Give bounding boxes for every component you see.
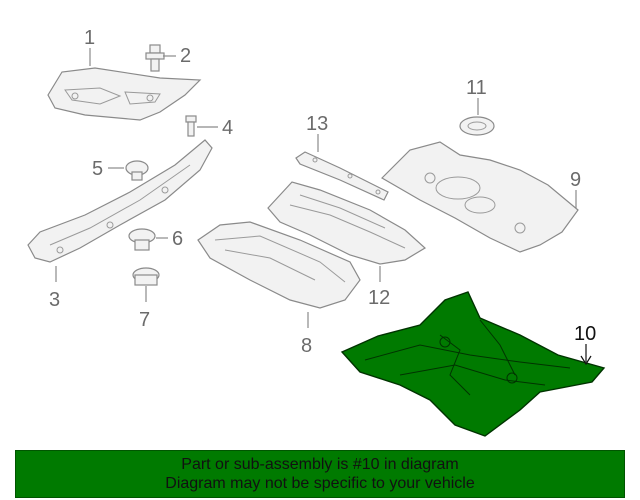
part-11-disc[interactable] [459,116,495,136]
callout-12[interactable]: 12 [368,287,390,309]
callout-1[interactable]: 1 [84,27,95,49]
part-5-grommet[interactable] [125,160,149,181]
callout-4[interactable]: 4 [222,117,233,139]
info-banner: Part or sub-assembly is #10 in diagram D… [15,450,625,498]
banner-line-2: Diagram may not be specific to your vehi… [165,475,475,492]
part-8-center-tray[interactable] [197,221,361,309]
banner-line-1: Part or sub-assembly is #10 in diagram [181,456,459,473]
part-4-bolt[interactable] [185,115,197,137]
part-1-shield[interactable] [47,67,202,121]
part-6-grommet[interactable] [128,228,156,251]
callout-2[interactable]: 2 [180,45,191,67]
callout-8[interactable]: 8 [301,335,312,357]
part-3-side-rail[interactable] [27,139,213,263]
callout-5[interactable]: 5 [92,158,103,180]
callout-10[interactable]: 10 [574,323,596,345]
part-7-plug[interactable] [132,267,160,286]
parts-diagram: 1 2 4 5 3 6 7 [27,27,606,437]
part-2-clip[interactable] [145,44,165,72]
part-13-bracket[interactable] [295,151,389,201]
callout-7[interactable]: 7 [139,309,150,331]
part-10-underbody-shield[interactable] [340,291,606,437]
callout-3[interactable]: 3 [49,289,60,311]
leader-10-arrow [580,355,592,366]
callout-6[interactable]: 6 [172,228,183,250]
callout-9[interactable]: 9 [570,169,581,191]
callout-13[interactable]: 13 [306,113,328,135]
callout-11[interactable]: 11 [466,77,487,99]
part-12-center-shield[interactable] [267,181,427,265]
part-9-rear-shield[interactable] [381,141,579,253]
